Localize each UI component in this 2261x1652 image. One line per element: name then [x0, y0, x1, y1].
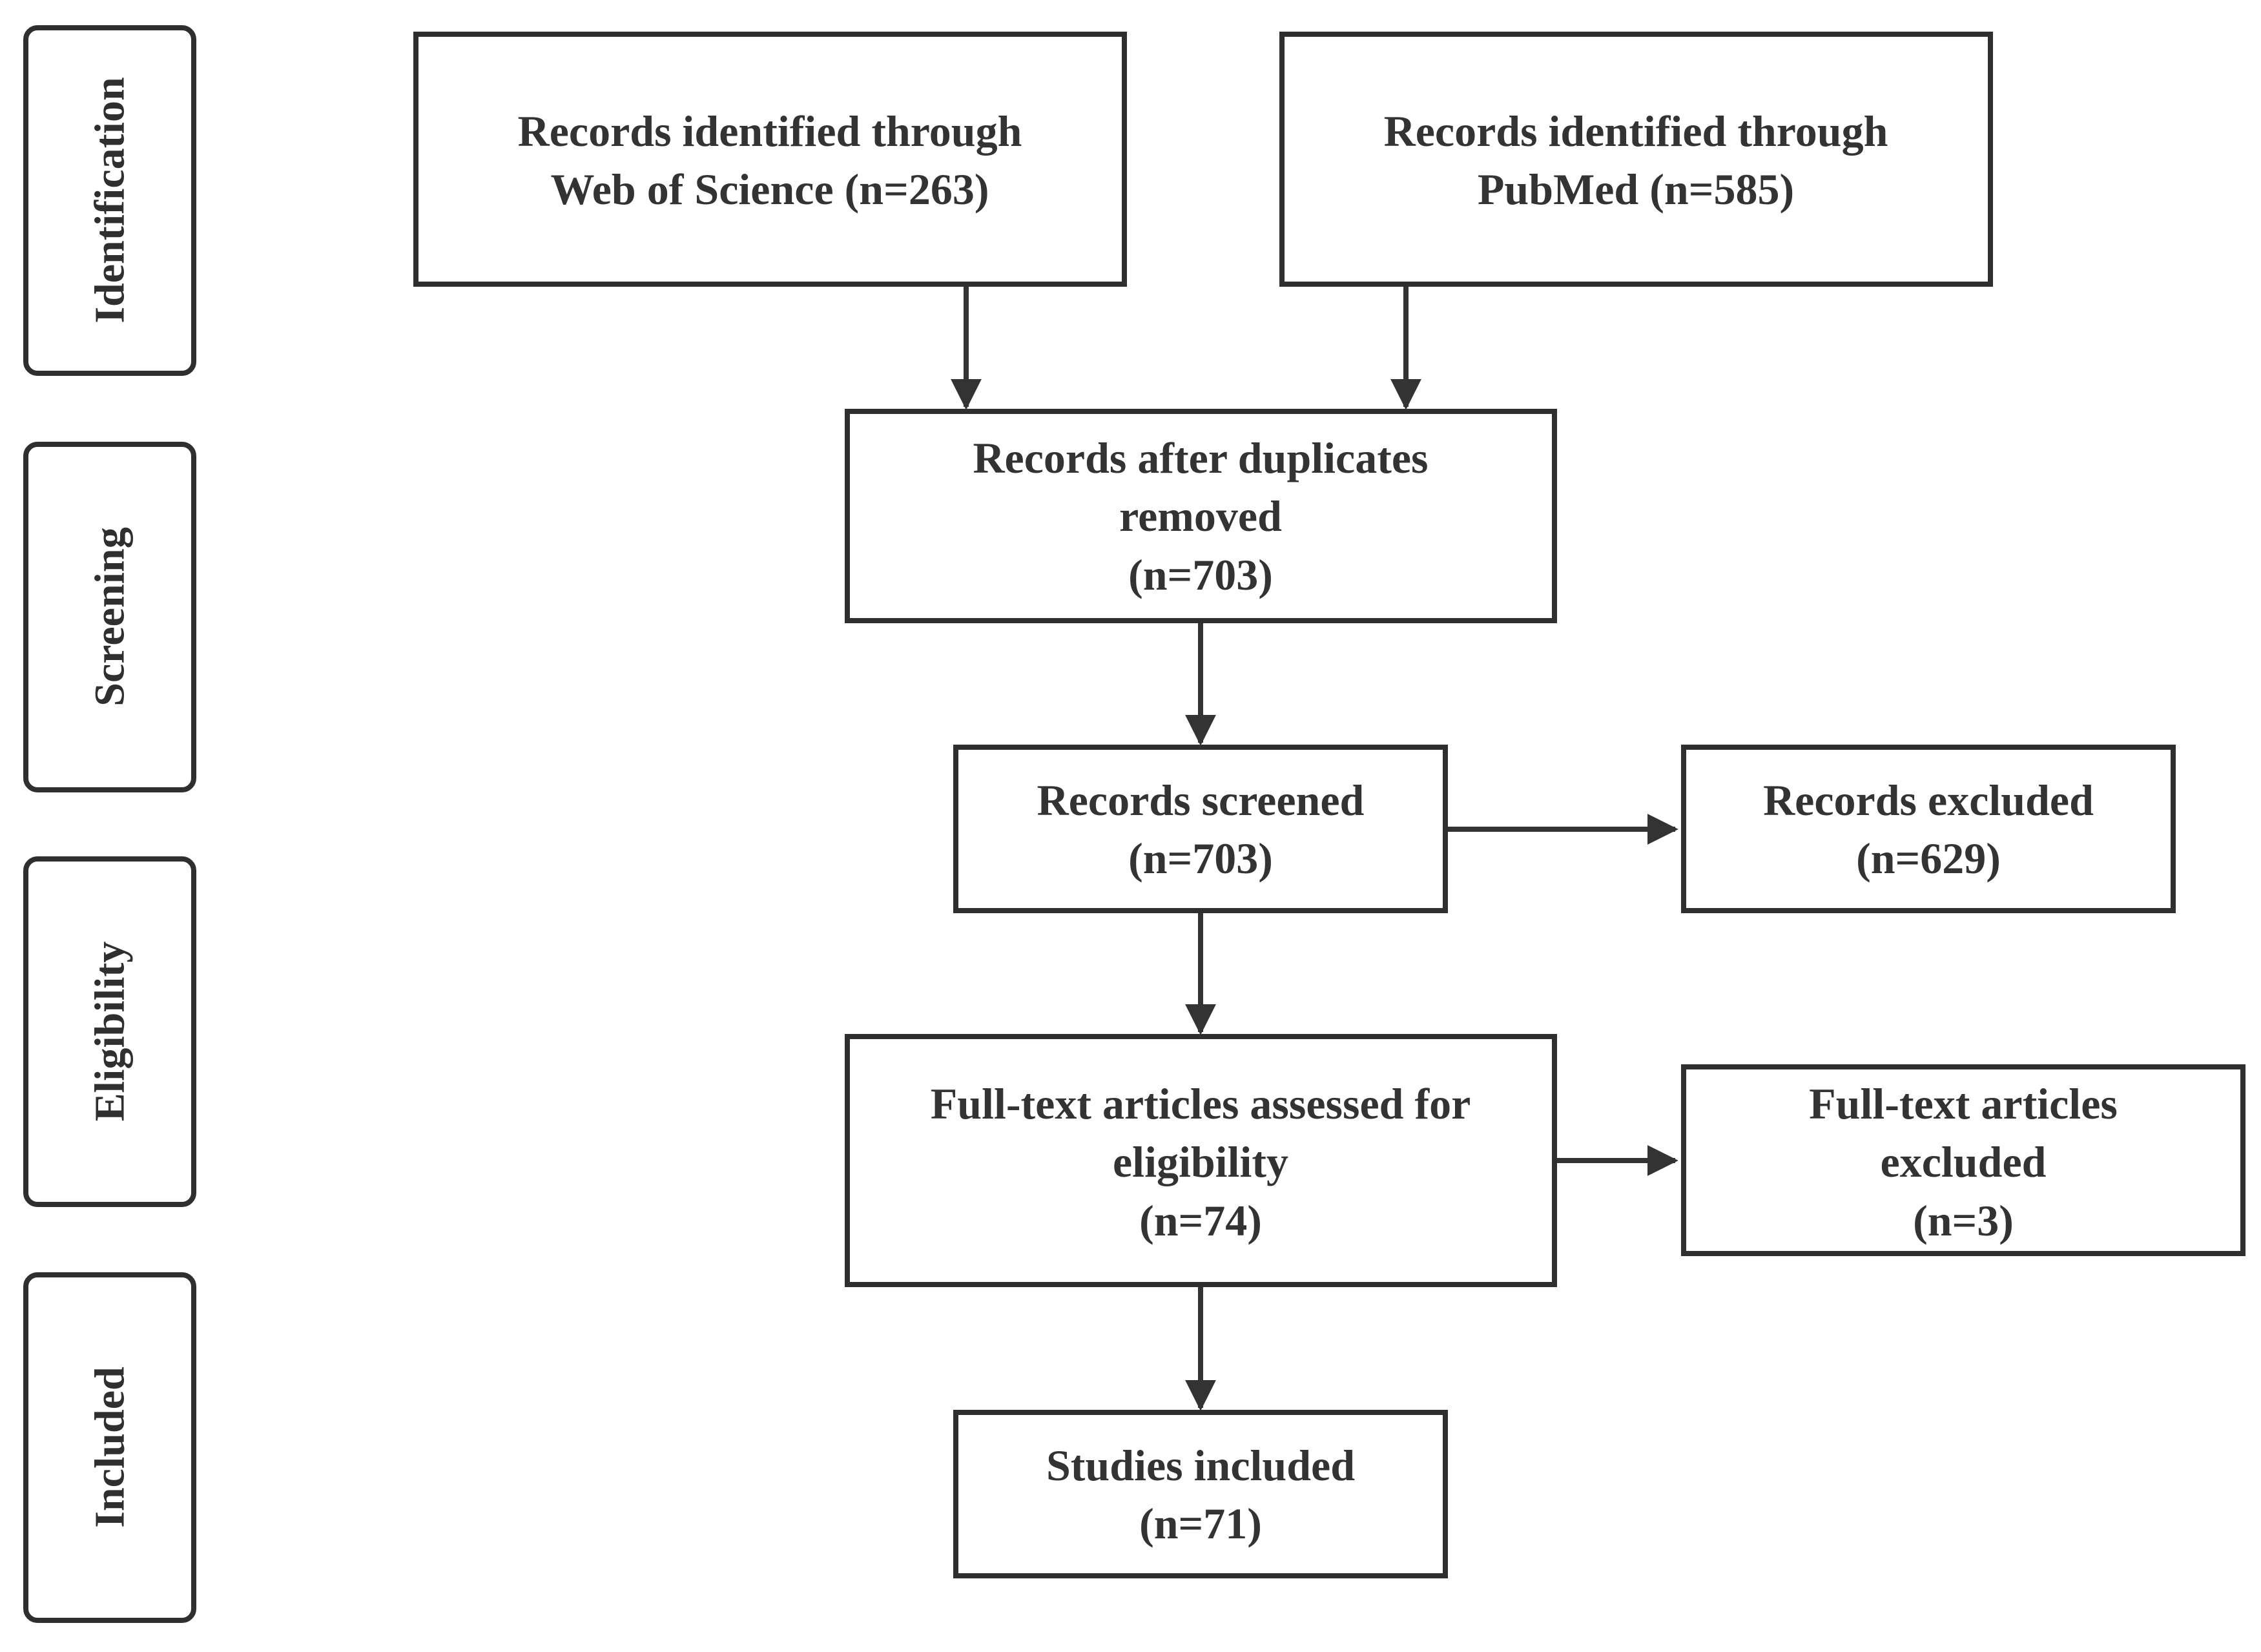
node-text: (n=703): [1128, 550, 1273, 599]
node-text: Records identified through: [518, 107, 1022, 156]
node-text: (n=74): [1139, 1196, 1262, 1245]
node-studies-included: Studies included (n=71): [953, 1410, 1448, 1578]
node-text: excluded: [1881, 1137, 2047, 1186]
stage-identification: Identification: [23, 25, 196, 376]
stage-screening-label: Screening: [87, 527, 134, 706]
node-text: PubMed (n=585): [1478, 165, 1794, 214]
node-text: removed: [1119, 491, 1282, 541]
node-fulltext-excluded: Full-text articles excluded (n=3): [1681, 1064, 2246, 1256]
stage-identification-label: Identification: [87, 77, 134, 323]
node-text: (n=703): [1128, 834, 1273, 883]
node-records-excluded: Records excluded (n=629): [1681, 745, 2176, 913]
node-text: (n=629): [1856, 834, 2001, 883]
node-after-duplicates: Records after duplicates removed (n=703): [845, 409, 1557, 623]
stage-eligibility-label: Eligibility: [87, 942, 134, 1122]
node-text: Full-text articles assessed for: [931, 1079, 1471, 1128]
node-records-screened: Records screened (n=703): [953, 745, 1448, 913]
node-text: eligibility: [1113, 1137, 1288, 1186]
node-text: Records excluded: [1763, 776, 2094, 825]
stage-screening: Screening: [23, 442, 196, 792]
node-text: (n=3): [1913, 1196, 2014, 1245]
node-fulltext-assessed: Full-text articles assessed for eligibil…: [845, 1034, 1557, 1287]
node-text: Records after duplicates: [973, 433, 1428, 482]
node-pubmed: Records identified through PubMed (n=585…: [1279, 32, 1993, 287]
stage-included: Included: [23, 1272, 196, 1623]
node-text: Full-text articles: [1809, 1079, 2118, 1128]
node-text: (n=71): [1139, 1499, 1262, 1548]
node-text: Records identified through: [1384, 107, 1888, 156]
node-text: Web of Science (n=263): [550, 165, 989, 214]
node-text: Records screened: [1037, 776, 1365, 825]
node-web-of-science: Records identified through Web of Scienc…: [413, 32, 1127, 287]
stage-eligibility: Eligibility: [23, 856, 196, 1207]
stage-included-label: Included: [87, 1367, 134, 1527]
node-text: Studies included: [1046, 1441, 1355, 1490]
